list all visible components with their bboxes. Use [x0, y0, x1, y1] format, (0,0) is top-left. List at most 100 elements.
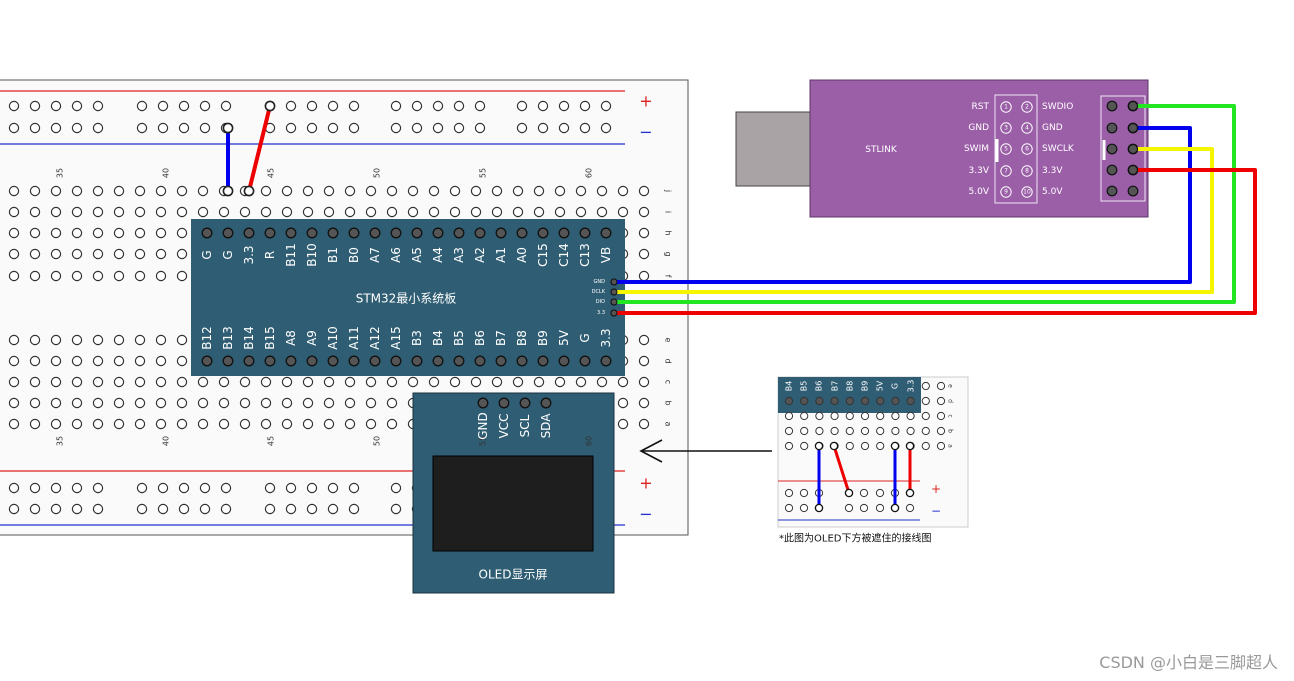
stm32-pin-top: [558, 227, 570, 239]
breadboard-jumper-wires: [222, 100, 276, 197]
inset-hole: [936, 411, 946, 421]
stm32-bottom-pin-label: B5: [452, 330, 466, 346]
inset-board-pin: [906, 396, 915, 406]
inset-hole: [921, 396, 930, 406]
breadboard-hole: [449, 376, 461, 388]
stlink-pin: [1000, 165, 1012, 177]
breadboard-hole: [29, 482, 41, 494]
breadboard-hole: [197, 397, 209, 409]
stm32-pin-top: [327, 227, 339, 239]
breadboard-hole: [260, 418, 272, 430]
stlink-pin: [1021, 165, 1033, 177]
breadboard-hole: [638, 248, 650, 260]
breadboard-hole: [176, 418, 188, 430]
breadboard-hole: [285, 482, 297, 494]
swd-wire-end: [1127, 164, 1139, 176]
breadboard-hole: [348, 503, 360, 515]
breadboard-hole: [71, 334, 83, 346]
inset-wire-end: [844, 488, 854, 498]
breadboard-hole: [302, 206, 314, 218]
stm32-bottom-pin-label: B14: [242, 326, 256, 350]
breadboard-hole: [92, 503, 104, 515]
breadboard-hole: [178, 503, 190, 515]
stlink-pin: [1000, 186, 1012, 198]
breadboard-hole: [71, 248, 83, 260]
rail-minus-label: −: [639, 504, 653, 524]
breadboard-hole: [71, 100, 83, 112]
breadboard-hole: [617, 206, 629, 218]
breadboard-hole: [365, 376, 377, 388]
breadboard-hole: [50, 334, 62, 346]
breadboard-hole: [638, 355, 650, 367]
stm32-debug-pin-label: GND: [593, 279, 605, 285]
breadboard-hole: [491, 185, 503, 197]
breadboard-hole: [92, 122, 104, 134]
row-letter: b: [663, 400, 673, 406]
breadboard-hole: [71, 482, 83, 494]
stlink-pin: [1021, 122, 1033, 134]
breadboard-hole: [134, 376, 146, 388]
breadboard-hole: [365, 418, 377, 430]
inset-hole: [815, 426, 824, 436]
stm32-pin-bottom: [390, 355, 402, 367]
breadboard-hole: [50, 206, 62, 218]
breadboard-hole: [113, 355, 125, 367]
breadboard-hole: [533, 206, 545, 218]
breadboard-hole: [327, 100, 339, 112]
inset-rail-hole: [799, 488, 809, 498]
oled-pin: [540, 397, 552, 409]
breadboard-hole: [71, 206, 83, 218]
breadboard-hole: [638, 397, 650, 409]
breadboard-hole: [92, 482, 104, 494]
stm32-top-pin-label: R: [263, 250, 277, 260]
breadboard-hole: [71, 355, 83, 367]
breadboard-hole: [8, 248, 20, 260]
inset-wire-end: [829, 441, 839, 451]
breadboard-hole: [491, 206, 503, 218]
breadboard-hole: [617, 185, 629, 197]
stm32-pin-top: [537, 227, 549, 239]
stm32-pin-top: [516, 227, 528, 239]
stm32-pin-top: [390, 227, 402, 239]
breadboard-hole: [155, 334, 167, 346]
breadboard-hole: [407, 206, 419, 218]
breadboard-hole: [638, 227, 650, 239]
inset-board-pin: [784, 396, 794, 406]
breadboard-hole: [407, 185, 419, 197]
breadboard-hole: [386, 397, 398, 409]
breadboard-hole: [113, 397, 125, 409]
inset-hole: [921, 411, 930, 421]
inset-rail-hole: [859, 503, 869, 513]
stlink-header-pin: [1127, 185, 1139, 197]
breadboard-hole: [348, 100, 360, 112]
breadboard-hole: [306, 122, 318, 134]
inset-hole: [830, 411, 839, 421]
oled-screen: [432, 455, 594, 552]
breadboard-hole: [327, 503, 339, 515]
stm32-top-pin-label: A7: [368, 247, 382, 263]
inset-board-pin: [800, 396, 809, 406]
breadboard-hole: [155, 397, 167, 409]
breadboard-hole: [285, 122, 297, 134]
breadboard-hole: [92, 206, 104, 218]
stlink-pin-number: 6: [1025, 145, 1029, 153]
breadboard-hole: [29, 227, 41, 239]
inset-wire-end: [905, 441, 915, 451]
breadboard-hole: [136, 122, 148, 134]
stlink-left-label: GND: [968, 123, 989, 133]
breadboard-hole: [8, 100, 20, 112]
breadboard-hole: [50, 397, 62, 409]
stlink-header-pin: [1106, 185, 1118, 197]
inset-pin-label: B8: [845, 380, 855, 392]
breadboard-hole: [29, 334, 41, 346]
breadboard-hole: [386, 206, 398, 218]
breadboard-hole: [474, 122, 486, 134]
breadboard-hole: [617, 376, 629, 388]
column-number: 55: [478, 167, 488, 179]
breadboard-hole: [281, 185, 293, 197]
stlink-pin: [1000, 143, 1012, 155]
stm32-pin-top: [579, 227, 591, 239]
stlink-pin-number: 5: [1004, 145, 1008, 153]
breadboard-hole: [575, 206, 587, 218]
stm32-bottom-pin-label: A8: [284, 330, 298, 346]
